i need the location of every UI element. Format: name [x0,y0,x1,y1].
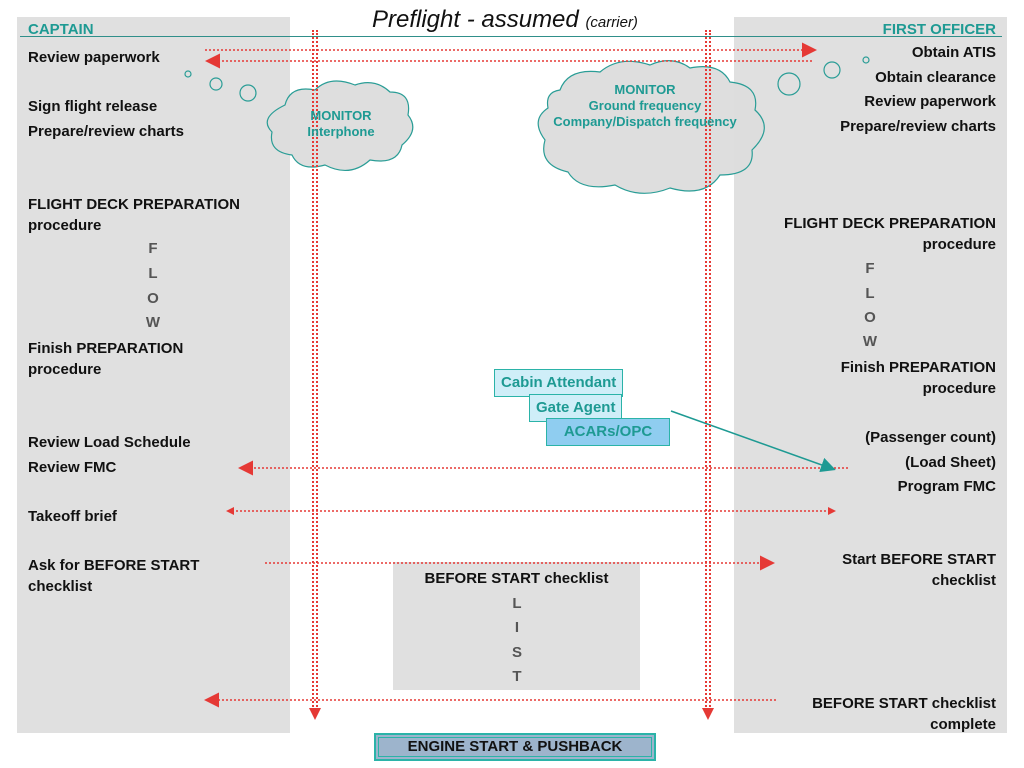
acars-opc-box: ACARs/OPC [546,418,670,446]
captain-panel [17,17,290,733]
cloud-line: MONITOR [310,108,372,123]
first-officer-item: Obtain ATIS [911,44,996,61]
list-letter: L [512,595,522,612]
flow-letter: O [147,290,159,307]
first-officer-item: procedure [922,236,996,253]
flow-letter: W [862,333,878,350]
captain-item: Ask for BEFORE START [28,557,200,574]
thought-bubble-icon [862,56,870,64]
page-title: Preflight - assumed (carrier) [372,6,638,34]
first-officer-item: Program FMC [897,478,996,495]
cabin-attendant-box: Cabin Attendant [494,369,624,397]
checklist-title: BEFORE START checklist [424,570,609,587]
captain-item: Review paperwork [28,49,160,66]
flow-letter: F [148,240,158,257]
first-officer-heading: FIRST OFFICER [882,21,996,38]
header-rule [20,36,1002,37]
cloud-line: Interphone [307,124,375,139]
thought-bubble-icon [239,84,257,102]
first-officer-item: Obtain clearance [875,69,996,86]
captain-item: Prepare/review charts [28,123,184,140]
first-officer-item: complete [930,716,996,733]
captain-item: checklist [28,578,93,595]
thought-bubble-icon [184,70,192,78]
captain-timeline [312,30,318,710]
cloud-line: Company/Dispatch frequency [553,114,737,129]
cloud-icon [266,80,414,171]
captain-item: procedure [28,217,102,234]
first-officer-item: Prepare/review charts [840,118,996,135]
captain-item: Finish PREPARATION [28,340,184,357]
first-officer-item: checklist [931,572,996,589]
captain-item: FLIGHT DECK PREPARATION [28,196,240,213]
list-letter: T [512,668,522,685]
first-officer-item: Start BEFORE START [842,551,996,568]
first-officer-panel [734,17,1007,733]
thought-bubble-icon [209,77,223,91]
agents-to-fo-arrow [670,410,836,473]
captain-cloud-text: MONITOR Interphone [296,108,386,140]
down-arrow-icon [702,708,714,720]
captain-item: Sign flight release [28,98,158,115]
first-officer-item: FLIGHT DECK PREPARATION [784,215,996,232]
first-officer-cloud-text: MONITOR Ground frequency Company/Dispatc… [540,82,750,130]
thought-bubble-icon [777,72,801,96]
first-officer-item: procedure [922,380,996,397]
captain-item: procedure [28,361,102,378]
flow-letter: L [148,265,158,282]
list-letter: S [511,644,522,661]
flow-letter: L [865,285,875,302]
cloud-line: Ground frequency [588,98,702,113]
first-officer-item: (Passenger count) [865,429,996,446]
before-start-checklist-box: BEFORE START checklist L I S T [393,562,640,690]
gate-agent-box: Gate Agent [529,394,623,422]
down-arrow-icon [309,708,321,720]
first-officer-item: BEFORE START checklist [812,695,996,712]
title-sub: (carrier) [585,14,638,31]
first-officer-item: Finish PREPARATION [840,359,996,376]
flow-letter: O [864,309,876,326]
cloud-line: MONITOR [614,82,676,97]
first-officer-item: Review paperwork [864,93,996,110]
captain-item: Review Load Schedule [28,434,191,451]
flow-letter: W [145,314,161,331]
captain-item: Takeoff brief [28,508,117,525]
engine-start-pushback-box: ENGINE START & PUSHBACK [374,733,656,761]
first-officer-timeline [705,30,711,710]
title-main: Preflight - assumed [372,6,579,33]
captain-item: Review FMC [28,459,117,476]
list-letter: I [514,619,520,636]
thought-bubble-icon [823,61,841,79]
cloud-icon [537,60,765,194]
flow-letter: F [865,260,875,277]
captain-heading: CAPTAIN [28,21,94,38]
first-officer-item: (Load Sheet) [905,454,996,471]
